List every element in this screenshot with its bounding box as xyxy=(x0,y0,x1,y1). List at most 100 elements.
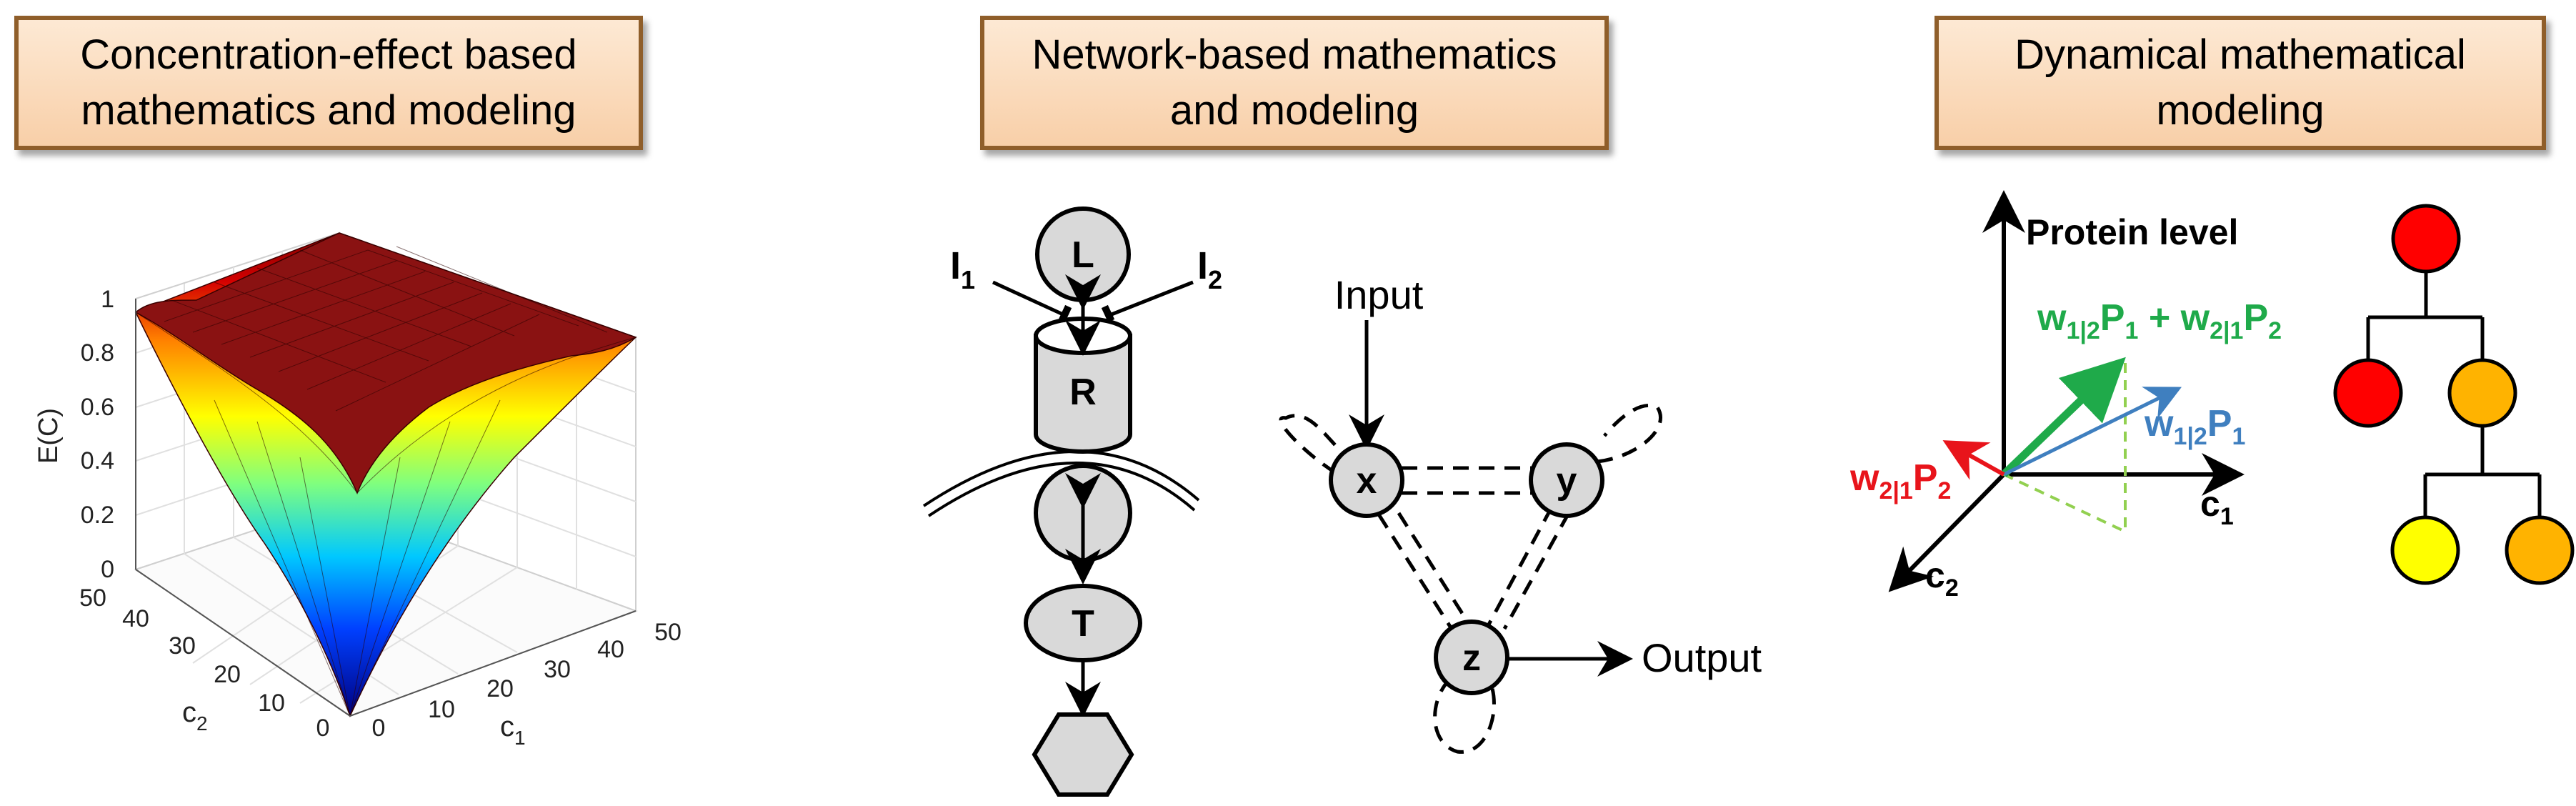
red-p2: P xyxy=(1913,457,1938,499)
z-tick-1: 0.2 xyxy=(81,502,114,529)
tree-node-left xyxy=(2333,358,2403,428)
green-p2-sub: 2 xyxy=(2268,317,2282,344)
tree-node-right xyxy=(2447,358,2517,428)
z-axis-ticks: 0 0.2 0.4 0.6 0.8 1 xyxy=(81,286,114,583)
blue-w12: w xyxy=(2144,403,2174,444)
node-x xyxy=(1329,442,1404,518)
inhibitor2-label: I2 xyxy=(1197,244,1222,294)
z-axis-label: E(C) xyxy=(34,408,64,464)
lineage-tree xyxy=(2333,204,2575,585)
network-input-label: Input xyxy=(1334,272,1424,317)
c2-axis-label-sub: 2 xyxy=(196,712,208,735)
node-x-label: x xyxy=(1357,460,1377,502)
green-w21-sub: 2|1 xyxy=(2210,317,2243,344)
pathway-diagram: L R I1 I2 T xyxy=(922,207,1222,797)
node-y-label: y xyxy=(1557,460,1577,502)
c1-tick-2: 20 xyxy=(486,675,514,702)
z-tick-0: 0 xyxy=(101,556,114,583)
inhibitor1-sub: 1 xyxy=(961,265,975,294)
c1-tick-5: 50 xyxy=(654,619,682,646)
c2-tick-4: 40 xyxy=(122,605,149,632)
receptor-label: R xyxy=(1069,372,1097,413)
surface-mesh xyxy=(135,246,636,717)
header-network: Network-based mathematics and modeling xyxy=(980,16,1609,150)
red-w21: w xyxy=(1849,457,1879,499)
green-plus: + xyxy=(2138,297,2180,339)
red-vector-label: w2|1P2 xyxy=(1849,457,1951,504)
green-w12-sub: 1|2 xyxy=(2066,317,2100,344)
header-dynamical-line2: modeling xyxy=(2156,87,2325,134)
inhibitor2-main: I xyxy=(1197,244,1208,287)
dyn-c2-label: c2 xyxy=(1925,555,1959,602)
membrane-arc-inner xyxy=(927,461,1196,517)
dyn-c1-main: c xyxy=(2200,484,2220,524)
ligand-label: L xyxy=(1072,234,1094,276)
surface-plot: 0 0.2 0.4 0.6 0.8 1 E(C) 0 10 20 30 40 5… xyxy=(34,232,682,749)
c1-axis-label: c1 xyxy=(500,711,526,749)
z-tick-2: 0.4 xyxy=(81,447,114,474)
green-vector-label: w1|2P1 + w2|1P2 xyxy=(2037,297,2282,344)
z-tick-4: 0.8 xyxy=(81,339,114,367)
plot-axes xyxy=(135,299,636,717)
c2-axis-label: c2 xyxy=(182,697,208,735)
inhibitor2-blunt xyxy=(1101,304,1115,323)
green-w21: w xyxy=(2180,297,2210,339)
c2-tick-5: 50 xyxy=(79,584,106,612)
c1-tick-3: 30 xyxy=(544,656,571,683)
hexagon-product xyxy=(1032,712,1134,797)
z-tick-5: 1 xyxy=(101,286,114,313)
blue-w12-sub: 1|2 xyxy=(2173,423,2207,450)
inhibitor1-line xyxy=(992,280,1064,317)
c1-tick-4: 40 xyxy=(597,636,624,663)
blue-p1: P xyxy=(2207,403,2232,444)
c2-tick-2: 20 xyxy=(214,661,241,688)
c1-tick-0: 0 xyxy=(372,715,386,742)
network-diagram: Input x y z Output xyxy=(1279,272,1762,754)
green-p1-sub: 1 xyxy=(2125,317,2138,344)
z-tick-3: 0.6 xyxy=(81,394,114,421)
c1-axis-ticks: 0 10 20 30 40 50 xyxy=(372,619,682,742)
c1-axis-label-main: c xyxy=(500,711,514,742)
target-node xyxy=(1024,584,1142,662)
c1-axis-label-sub: 1 xyxy=(514,727,526,749)
inhibitor1-blunt xyxy=(1058,304,1072,323)
header-network-line1: Network-based mathematics xyxy=(1032,31,1557,78)
network-output-label: Output xyxy=(1642,635,1762,680)
blue-vector xyxy=(2002,387,2182,477)
network-edges xyxy=(1279,403,1662,754)
green-p1: P xyxy=(2100,297,2125,339)
header-dynamical: Dynamical mathematical modeling xyxy=(1935,16,2546,150)
c2-axis-ticks: 0 10 20 30 40 50 xyxy=(79,584,329,742)
dyn-c1-label: c1 xyxy=(2200,484,2234,530)
green-p2: P xyxy=(2243,297,2268,339)
surface-top-plateau xyxy=(134,232,637,494)
header-dynamical-line1: Dynamical mathematical xyxy=(2015,31,2466,78)
tree-node-child-orange xyxy=(2505,515,2575,585)
c2-tick-0: 0 xyxy=(316,715,330,742)
c2-axis xyxy=(1888,472,2006,592)
red-w21-sub: 2|1 xyxy=(1879,477,1912,504)
tree-node-child-yellow xyxy=(2390,515,2460,585)
node-z-label: z xyxy=(1462,637,1481,679)
inhibitor1-main: I xyxy=(950,244,961,287)
node-y xyxy=(1529,442,1604,518)
header-network-line2: and modeling xyxy=(1169,87,1419,134)
c2-tick-1: 10 xyxy=(258,690,285,717)
header-concentration-line1: Concentration-effect based xyxy=(80,31,577,78)
blue-p1-sub: 1 xyxy=(2232,423,2245,450)
target-label: T xyxy=(1072,603,1094,645)
red-vector xyxy=(1942,440,2005,480)
green-vector xyxy=(2001,357,2126,477)
tree-node-root xyxy=(2391,204,2461,274)
tree-edges xyxy=(2366,272,2542,516)
dyn-c1-sub: 1 xyxy=(2220,503,2234,530)
receptor-body xyxy=(1034,334,1132,454)
header-concentration-line2: mathematics and modeling xyxy=(81,87,576,134)
dynamics-diagram: Protein level c1 c2 w1|2P1 + w2|1P2 w1|2… xyxy=(1849,190,2575,602)
dyn-c2-main: c xyxy=(1925,555,1945,595)
inhibitor2-line xyxy=(1111,280,1194,317)
red-p2-sub: 2 xyxy=(1937,477,1951,504)
c1-tick-1: 10 xyxy=(428,696,455,723)
inhibitor1-label: I1 xyxy=(950,244,975,294)
